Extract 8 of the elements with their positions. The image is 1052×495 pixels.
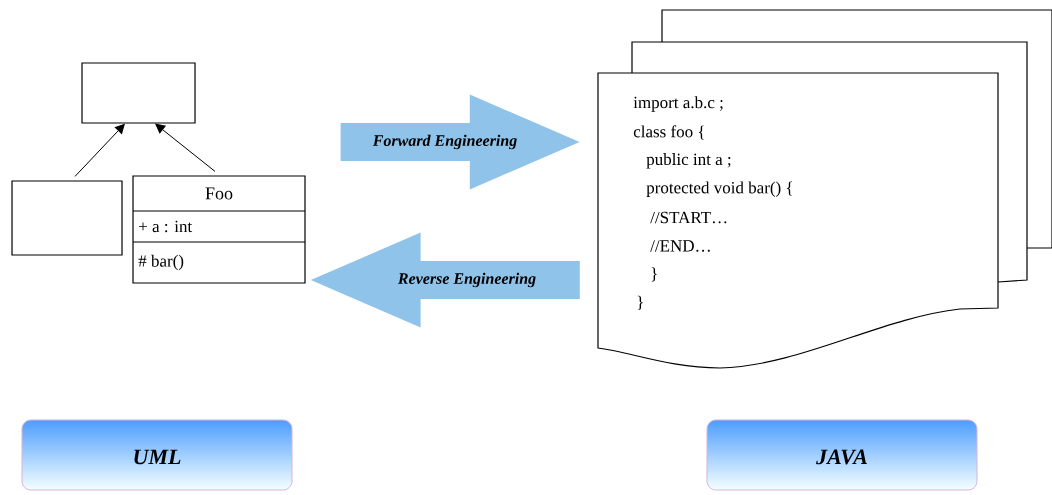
class-box: [11, 180, 123, 256]
code-document: import a.b.c ; class foo { public int a ; protected void bar() { //START… //END… } }: [597, 72, 999, 369]
label-button: JAVA: [706, 419, 978, 491]
class-box: Foo + a : int # bar(): [132, 175, 306, 284]
class-box: [81, 62, 196, 124]
arrow: [74, 123, 125, 177]
arrow: [155, 123, 216, 172]
label-button: UML: [21, 419, 293, 491]
